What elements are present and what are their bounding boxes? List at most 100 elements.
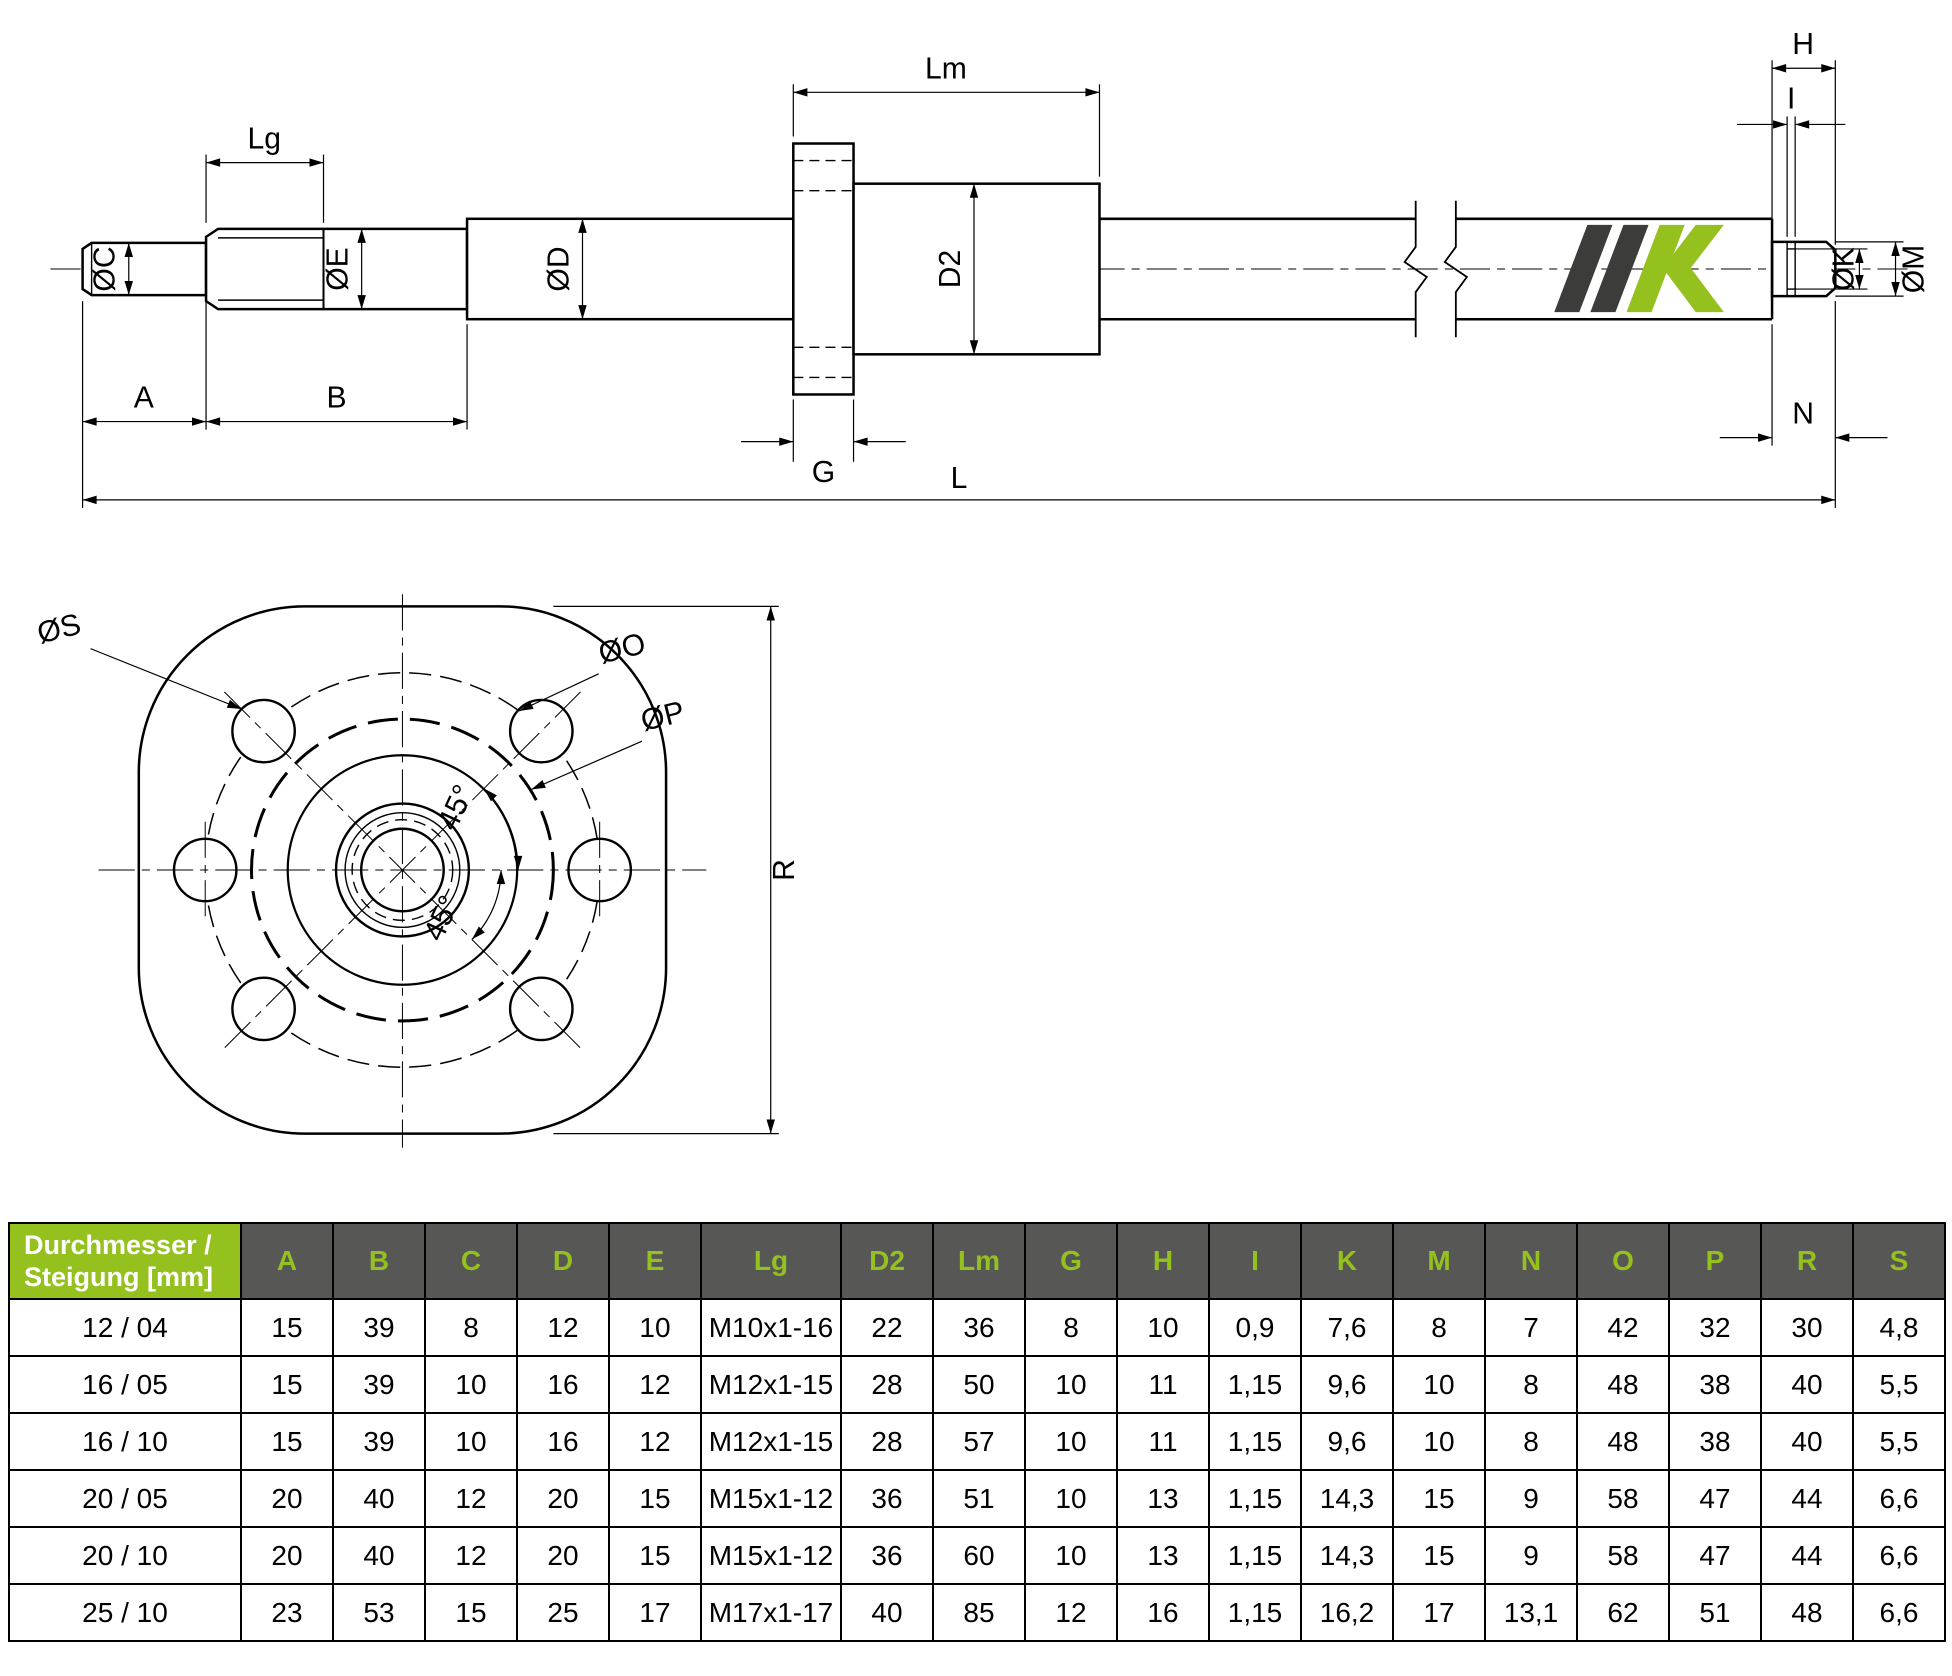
spec-cell: 0,9 xyxy=(1208,1298,1302,1357)
spec-cell: 1,15 xyxy=(1208,1469,1302,1528)
spec-cell: 9,6 xyxy=(1300,1412,1394,1471)
spec-cell: 39 xyxy=(332,1298,426,1357)
spec-cell: 12 xyxy=(608,1355,702,1414)
spec-cell: 57 xyxy=(932,1412,1026,1471)
spec-cell: 6,6 xyxy=(1852,1469,1946,1528)
dim-label-dia-s: ØS xyxy=(34,608,84,651)
dim-label-lm: Lm xyxy=(925,52,967,85)
spec-cell: 15 xyxy=(240,1298,334,1357)
spec-cell: 32 xyxy=(1668,1298,1762,1357)
spec-cell: 28 xyxy=(840,1355,934,1414)
dim-label-l: L xyxy=(951,462,968,495)
dim-label-h: H xyxy=(1792,28,1814,61)
spec-cell: 40 xyxy=(332,1526,426,1585)
spec-cell: 48 xyxy=(1760,1583,1854,1642)
spec-cell: 17 xyxy=(1392,1583,1486,1642)
spec-cell: 23 xyxy=(240,1583,334,1642)
spec-cell: 8 xyxy=(1392,1298,1486,1357)
front-view-drawing: ØS ØO ØP 45° 45° R xyxy=(34,594,801,1148)
header-cell-h: H xyxy=(1116,1222,1210,1300)
spec-cell: 58 xyxy=(1576,1469,1670,1528)
spec-cell: M15x1-12 xyxy=(700,1526,842,1585)
row-label: 16 / 10 xyxy=(8,1412,242,1471)
spec-cell: 60 xyxy=(932,1526,1026,1585)
spec-cell: 16,2 xyxy=(1300,1583,1394,1642)
side-view-dim-labels: Lg Lm H I ØC ØE ØD D2 ØK ØM A B G N L xyxy=(89,28,1928,495)
spec-cell: 11 xyxy=(1116,1412,1210,1471)
dim-label-dia-k: ØK xyxy=(1827,247,1860,291)
dim-label-g: G xyxy=(812,456,835,489)
spec-cell: 8 xyxy=(1484,1412,1578,1471)
spec-cell: 4,8 xyxy=(1852,1298,1946,1357)
spec-cell: 10 xyxy=(1392,1355,1486,1414)
spec-cell: M12x1-15 xyxy=(700,1412,842,1471)
header-cell-s: S xyxy=(1852,1222,1946,1300)
dim-label-n: N xyxy=(1792,398,1814,431)
row-label: 20 / 10 xyxy=(8,1526,242,1585)
spec-cell: 9 xyxy=(1484,1526,1578,1585)
spec-cell: M12x1-15 xyxy=(700,1355,842,1414)
spec-cell: 15 xyxy=(1392,1526,1486,1585)
spec-cell: 15 xyxy=(608,1469,702,1528)
spec-cell: 48 xyxy=(1576,1355,1670,1414)
spec-cell: 38 xyxy=(1668,1355,1762,1414)
side-view-drawing: Lg Lm H I ØC ØE ØD D2 ØK ØM A B G N L xyxy=(50,28,1928,508)
spec-cell: 47 xyxy=(1668,1469,1762,1528)
spec-cell: 28 xyxy=(840,1412,934,1471)
spec-cell: 44 xyxy=(1760,1469,1854,1528)
spec-cell: 40 xyxy=(1760,1412,1854,1471)
spec-cell: 38 xyxy=(1668,1412,1762,1471)
spec-cell: 14,3 xyxy=(1300,1469,1394,1528)
spec-cell: 5,5 xyxy=(1852,1412,1946,1471)
spec-cell: 10 xyxy=(1116,1298,1210,1357)
angle-dimensions xyxy=(471,788,523,940)
spec-cell: 10 xyxy=(424,1355,518,1414)
spec-cell: M17x1-17 xyxy=(700,1583,842,1642)
spec-cell: 16 xyxy=(516,1412,610,1471)
spec-cell: 15 xyxy=(1392,1469,1486,1528)
dim-label-a: A xyxy=(134,382,155,415)
header-cell-d2: D2 xyxy=(840,1222,934,1300)
dim-label-dia-m: ØM xyxy=(1898,245,1928,294)
spec-cell: 15 xyxy=(424,1583,518,1642)
spec-cell: 36 xyxy=(932,1298,1026,1357)
dim-label-d2: D2 xyxy=(934,250,967,289)
spec-cell: 48 xyxy=(1576,1412,1670,1471)
header-cell-r: R xyxy=(1760,1222,1854,1300)
header-cell-durchmesser-steigung: Durchmesser / Steigung [mm] xyxy=(8,1222,242,1300)
dim-label-dia-e: ØE xyxy=(322,247,355,291)
spec-cell: 17 xyxy=(608,1583,702,1642)
row-label: 12 / 04 xyxy=(8,1298,242,1357)
spec-cell: 6,6 xyxy=(1852,1583,1946,1642)
shaft-details xyxy=(90,159,1796,379)
spec-cell: 12 xyxy=(424,1526,518,1585)
spec-cell: 10 xyxy=(1024,1412,1118,1471)
spec-cell: 1,15 xyxy=(1208,1583,1302,1642)
spec-cell: 10 xyxy=(1392,1412,1486,1471)
header-cell-p: P xyxy=(1668,1222,1762,1300)
spec-cell: 9,6 xyxy=(1300,1355,1394,1414)
spec-cell: 1,15 xyxy=(1208,1412,1302,1471)
header-cell-lm: Lm xyxy=(932,1222,1026,1300)
brand-logo xyxy=(1554,224,1724,313)
spec-cell: 1,15 xyxy=(1208,1526,1302,1585)
spec-cell: 39 xyxy=(332,1355,426,1414)
spec-cell: 13,1 xyxy=(1484,1583,1578,1642)
spec-cell: 36 xyxy=(840,1469,934,1528)
row-label: 16 / 05 xyxy=(8,1355,242,1414)
spec-cell: 10 xyxy=(1024,1526,1118,1585)
spec-cell: 51 xyxy=(1668,1583,1762,1642)
spec-cell: 85 xyxy=(932,1583,1026,1642)
header-cell-g: G xyxy=(1024,1222,1118,1300)
spec-cell: 22 xyxy=(840,1298,934,1357)
spec-cell: 15 xyxy=(240,1412,334,1471)
spec-cell: 6,6 xyxy=(1852,1526,1946,1585)
spec-cell: 12 xyxy=(1024,1583,1118,1642)
spec-cell: 13 xyxy=(1116,1469,1210,1528)
